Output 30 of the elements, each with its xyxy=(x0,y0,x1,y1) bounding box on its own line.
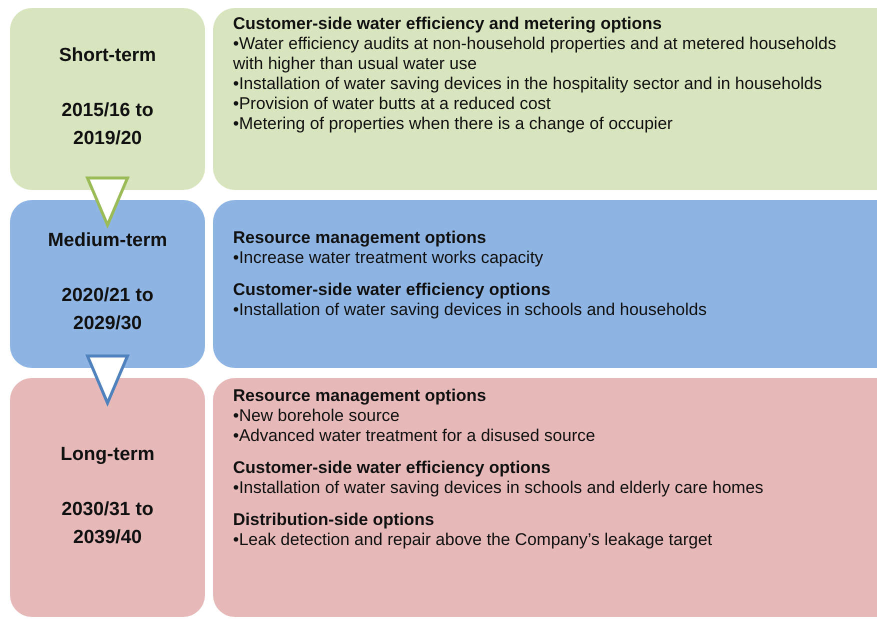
period-years: 2030/31 to 2039/40 xyxy=(60,498,154,550)
chevron-arrow xyxy=(86,354,129,404)
bullet-item: •Increase water treatment works capacity xyxy=(233,248,544,268)
period-years: 2015/16 to 2019/20 xyxy=(60,99,154,151)
section-heading: Resource management options xyxy=(233,386,488,406)
bullet-item: •Metering of properties when there is a change of occupier xyxy=(233,114,674,134)
bullet-item: •Leak detection and repair above the Company’s leakage target xyxy=(233,530,714,550)
options-panel xyxy=(213,378,877,617)
bullet-item: •Provision of water butts at a reduced cost xyxy=(233,94,552,114)
section-heading: Distribution-side options xyxy=(233,510,436,530)
section-heading: Customer-side water efficiency and metering options xyxy=(233,14,663,34)
period-title: Long-term xyxy=(60,444,154,466)
bullet-item: •Installation of water saving devices in schools and elderly care homes xyxy=(233,478,764,498)
bullet-item: •New borehole source xyxy=(233,406,401,426)
chevron-arrow xyxy=(86,176,129,226)
options-panel xyxy=(213,200,877,368)
section-heading: Resource management options xyxy=(233,228,488,248)
period-years: 2020/21 to 2029/30 xyxy=(60,284,154,336)
section-heading: Customer-side water efficiency options xyxy=(233,458,552,478)
period-title: Medium-term xyxy=(48,230,168,252)
options-panel xyxy=(213,8,877,190)
period-box xyxy=(10,200,205,368)
period-title: Short-term xyxy=(58,45,156,67)
bullet-item: •Advanced water treatment for a disused source xyxy=(233,426,596,446)
bullet-item: •Installation of water saving devices in the hospitality sector and in households xyxy=(233,74,824,94)
section-heading: Customer-side water efficiency options xyxy=(233,280,552,300)
period-box xyxy=(10,8,205,190)
bullet-item: •Installation of water saving devices in schools and households xyxy=(233,300,708,320)
period-box xyxy=(10,378,205,617)
bullet-item: •Water efficiency audits at non-household properties and at metered households with higher than usual water use xyxy=(233,34,838,74)
